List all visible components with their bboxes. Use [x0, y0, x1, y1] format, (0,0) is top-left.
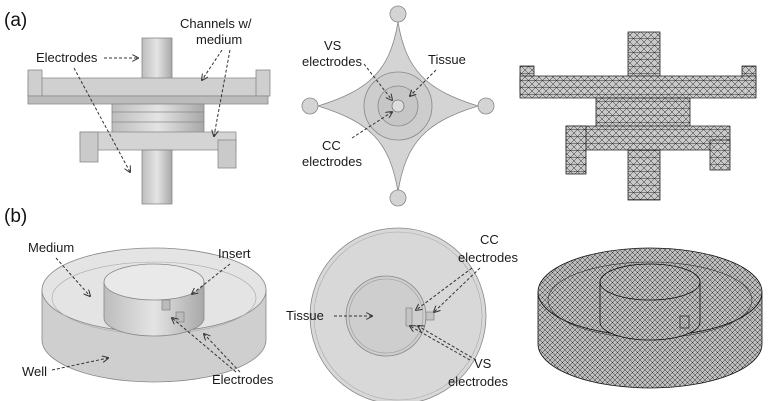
a-cc-label-2: electrodes — [302, 154, 362, 169]
b-insert-arrow — [192, 263, 231, 294]
a-channels-arrow-2 — [214, 49, 231, 136]
chamber-model-solid — [27, 37, 271, 205]
a-tissue-arrow — [410, 69, 437, 96]
a-channels-label-2: medium — [196, 32, 242, 47]
panel-a-label: (a) — [4, 10, 27, 31]
b-vs-label-1: VS — [474, 356, 492, 371]
panel-b-label: (b) — [4, 206, 27, 227]
a-cc-arrow — [351, 112, 392, 139]
a-vs-label-1: VS — [324, 38, 342, 53]
b-cc-arrow-1 — [416, 267, 473, 310]
b-vs-label-2: electrodes — [448, 374, 508, 389]
b-well-label: Well — [22, 364, 47, 379]
b-electrodes-label: Electrodes — [212, 372, 274, 387]
b-cc-label-1: CC — [480, 232, 499, 247]
a-cc-label-1: CC — [322, 138, 341, 153]
b-medium-label: Medium — [28, 240, 74, 255]
b-cc-label-2: electrodes — [458, 250, 518, 265]
chamber-top-view — [301, 5, 495, 207]
a-tissue-label: Tissue — [428, 52, 466, 67]
well-top-view — [309, 227, 487, 401]
well-model-solid — [41, 247, 267, 383]
b-insert-label: Insert — [218, 246, 251, 261]
b-well-arrow — [51, 358, 108, 371]
b-electrodes-arrow-2 — [204, 334, 241, 373]
a-vs-arrow — [363, 63, 392, 100]
a-vs-label-2: electrodes — [302, 54, 362, 69]
well-model-mesh — [537, 247, 763, 389]
chamber-model-mesh — [519, 31, 757, 201]
b-tissue-label: Tissue — [286, 308, 324, 323]
a-channels-arrow-1 — [202, 49, 223, 80]
b-vs-arrow-2 — [418, 326, 477, 361]
b-electrodes-arrow-1 — [172, 318, 237, 373]
b-cc-arrow-2 — [434, 267, 481, 312]
b-medium-arrow — [55, 257, 90, 296]
a-channels-label-1: Channels w/ — [180, 16, 252, 31]
a-electrodes-label: Electrodes — [36, 50, 98, 65]
